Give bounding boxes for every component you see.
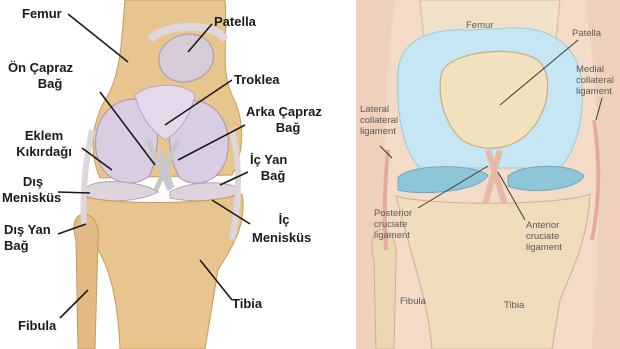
label-fibula-right: Fibula — [400, 296, 426, 307]
label-tibia-right: Tibia — [504, 300, 524, 311]
label-medial-line2: collateral — [576, 75, 614, 86]
label-posterior-line2: cruciate — [374, 219, 407, 230]
label-medial-line1: Medial — [576, 64, 604, 75]
label-lateral-line1: Lateral — [360, 104, 389, 115]
label-posterior-line1: Posterior — [374, 208, 412, 219]
label-anterior-line1: Anterior — [526, 220, 559, 231]
label-posterior-line3: ligament — [374, 230, 410, 241]
label-lateral-line3: ligament — [360, 126, 396, 137]
label-patella-right: Patella — [572, 28, 601, 39]
label-anterior-line3: ligament — [526, 242, 562, 253]
label-medial-line3: ligament — [576, 86, 612, 97]
label-lateral-line2: collateral — [360, 115, 398, 126]
label-anterior-line2: cruciate — [526, 231, 559, 242]
label-femur-right: Femur — [466, 20, 493, 31]
